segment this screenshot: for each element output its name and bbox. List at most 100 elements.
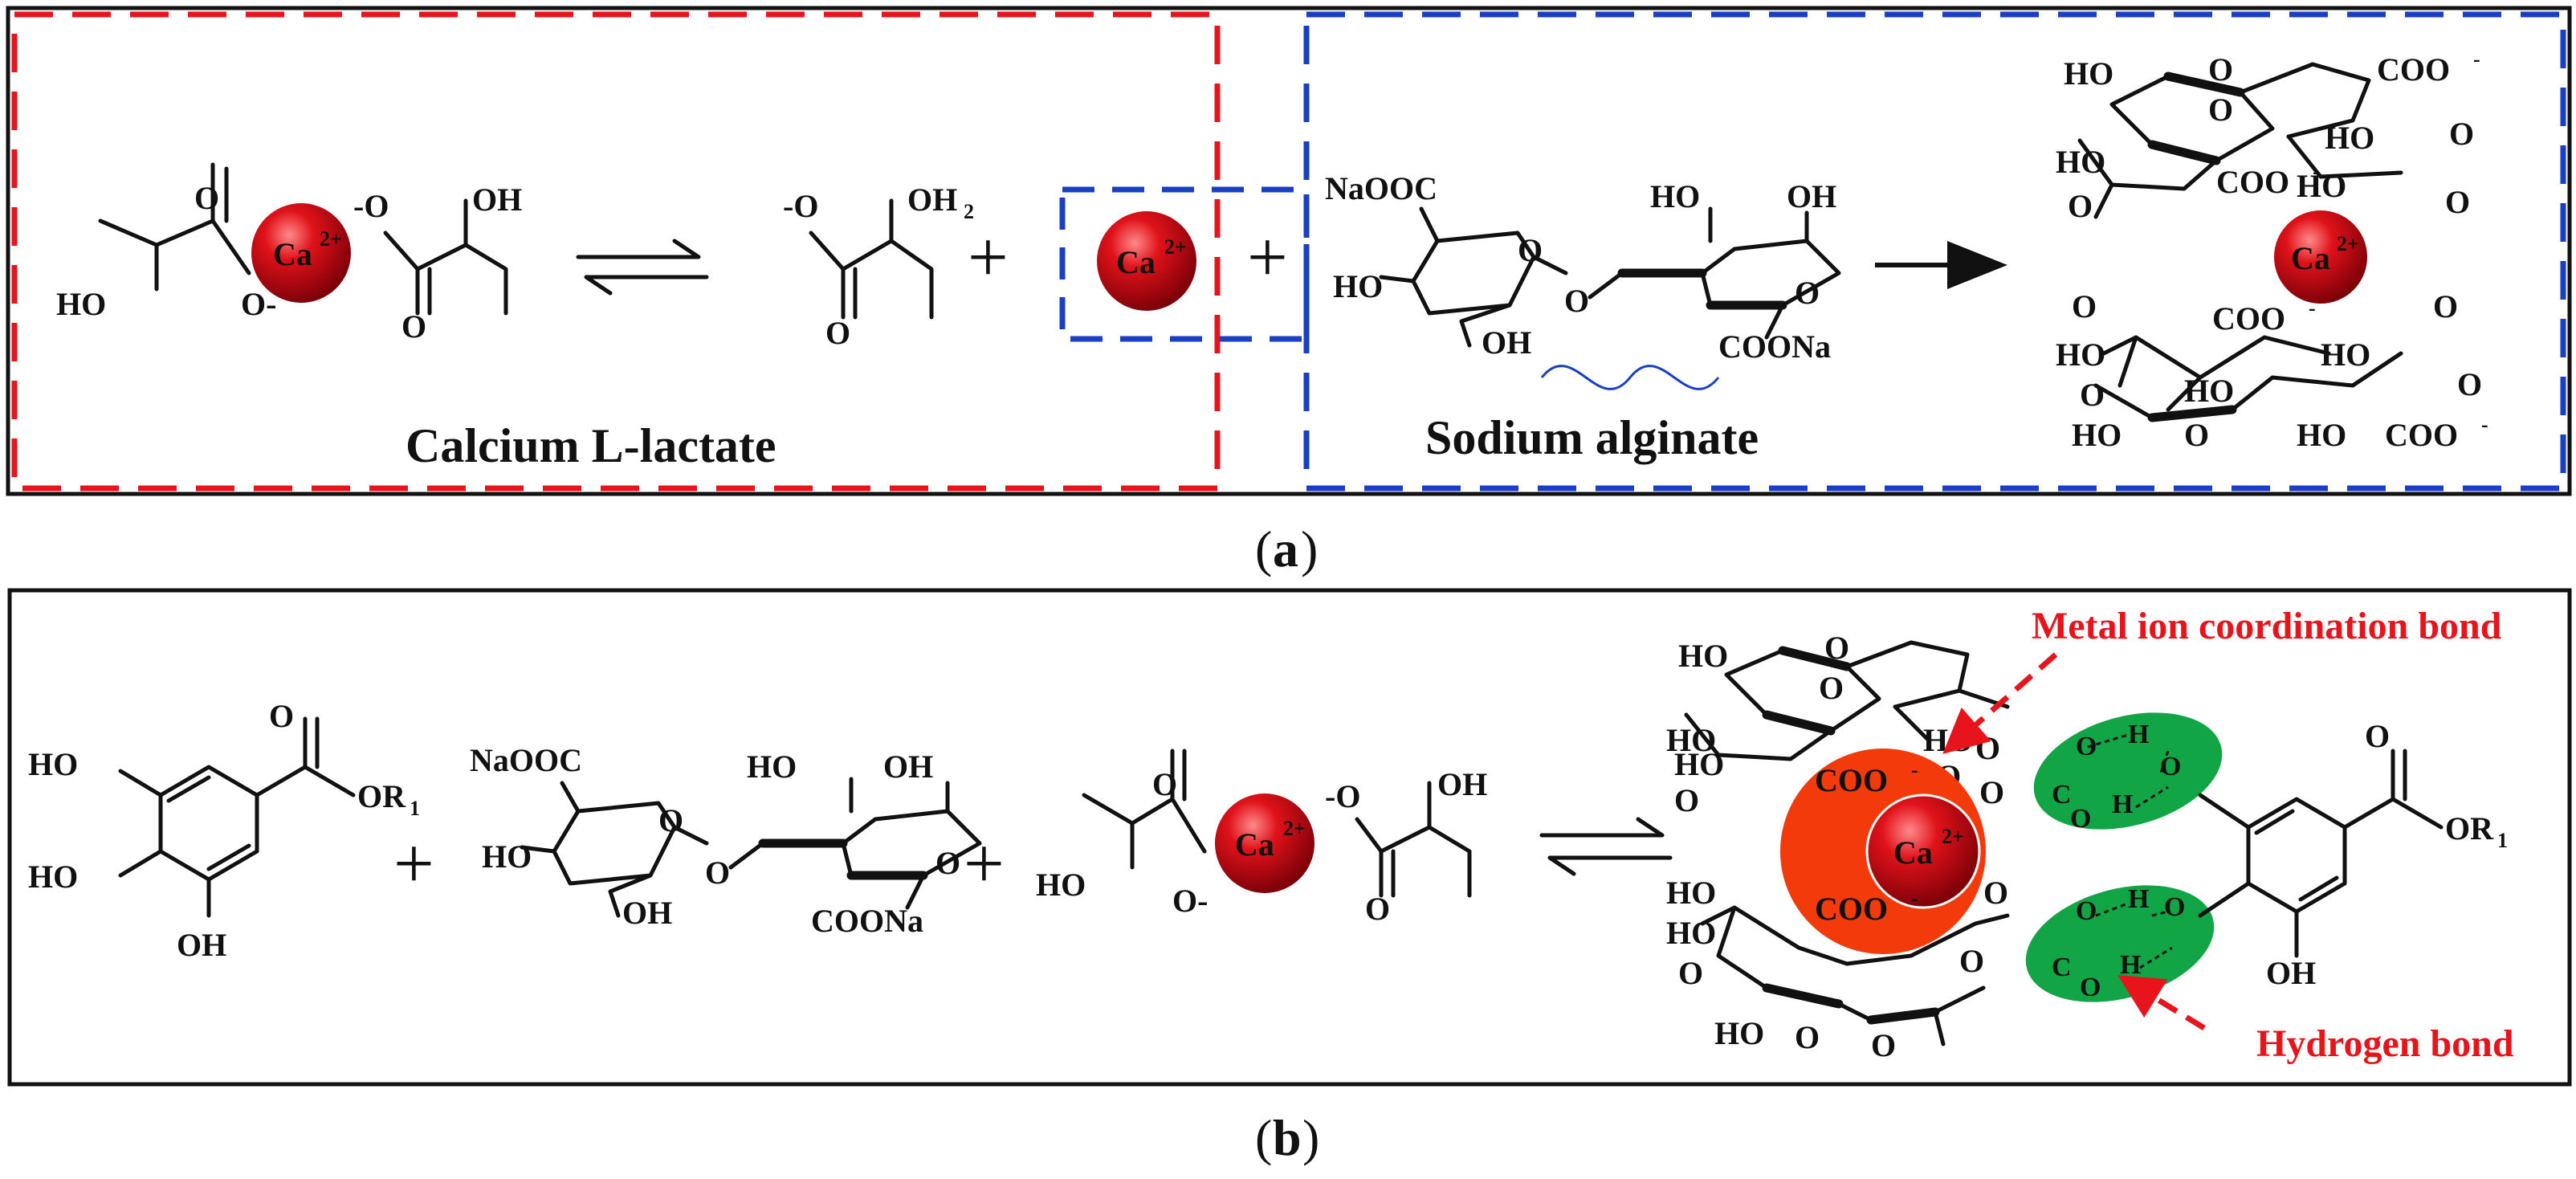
hbond-bottom-h1: H	[2128, 884, 2149, 914]
complex-top-o-2: O	[1819, 670, 1844, 706]
gallate-ho-1: HO	[28, 746, 78, 782]
egg-top-coo-2: COO	[2216, 164, 2289, 200]
egg-bottom-ho-4: HO	[2072, 417, 2122, 453]
calcium-lactate-dashed-box	[11, 11, 1221, 492]
egg-top-o-2: O	[2208, 92, 2233, 128]
complex-bottom-o-5: O	[1871, 1027, 1896, 1063]
gallate-carbonyl-o: O	[269, 698, 294, 734]
calcium-lactate-molecule: HO O O- Ca 2+ -O O OH	[56, 162, 522, 345]
caption-a-close: )	[1301, 520, 1318, 577]
egg-top-ho-4: HO	[2297, 168, 2346, 204]
alginate-coona: COONa	[1718, 328, 1831, 365]
egg-bottom-o-4: O	[2184, 417, 2209, 453]
alginate-b-ho: HO	[482, 838, 532, 875]
alginate-b-top-ho: HO	[747, 749, 797, 785]
lactate-b-right-oh: OH	[1437, 766, 1487, 802]
egg-bottom-coo-2: COO	[2385, 417, 2458, 453]
egg-top-ho-3: HO	[2325, 120, 2374, 156]
alginate-b-oh-1: OH	[622, 895, 672, 931]
alginate-naooc: NaOOC	[1325, 170, 1437, 206]
complex-coo-1-minus: -	[1911, 758, 1918, 781]
egg-top-ho-2: HO	[2056, 144, 2105, 180]
coordination-bond-arrow	[1942, 652, 2058, 754]
complex-coo-1: COO	[1815, 762, 1888, 798]
caption-b: ( b )	[1255, 1109, 1319, 1166]
alginate-left-ho: HO	[1333, 268, 1383, 304]
egg-bottom-ho-3: HO	[2184, 373, 2234, 409]
complex-top-ho-2: HO	[1666, 722, 1716, 758]
calcium-ion-sphere	[251, 203, 351, 303]
alginate-b-link-o: O	[705, 855, 730, 891]
alginate-b-naooc: NaOOC	[470, 742, 582, 778]
dissociated-water-sub: 2	[964, 200, 974, 223]
lactate-b-left-ominus: O-	[1172, 883, 1208, 919]
complex-top-ho-4: HO	[1674, 746, 1724, 782]
free-calcium-charge: 2+	[1164, 235, 1187, 259]
alginate-link-o: O	[1564, 283, 1589, 319]
egg-calcium-ion	[2274, 210, 2367, 304]
egg-calcium-label: Ca	[2291, 240, 2330, 276]
sodium-alginate-molecule: NaOOC HO O OH O HO OH O COONa	[1325, 170, 1841, 390]
complex-bottom-ho-2: HO	[1666, 915, 1716, 951]
alginate-b-top-oh: OH	[883, 749, 933, 785]
reaction-arrow-a	[1875, 241, 2007, 289]
egg-top-ho-1: HO	[2064, 55, 2113, 92]
complex-top-o-5: O	[1979, 774, 2004, 810]
egg-calcium-charge: 2+	[2337, 232, 2359, 255]
hbond-bottom-c: C	[2052, 953, 2072, 982]
caption-a-open: (	[1255, 520, 1272, 577]
calcium-ion-charge: 2+	[320, 227, 342, 251]
complex-gallate-carbonyl-o: O	[2365, 718, 2390, 754]
lactate-b-right-ominus: -O	[1325, 778, 1360, 814]
alginate-b-ring-o2: O	[935, 845, 960, 881]
complex-bottom-o-4: O	[1795, 1019, 1820, 1055]
gallate-ho-2: HO	[28, 859, 78, 895]
hbond-ellipse-bottom	[2025, 885, 2215, 1002]
hbond-bottom-o2: O	[2164, 892, 2185, 922]
panel-b-frame	[7, 588, 2572, 1087]
complex-gallate-or-sub: 1	[2497, 829, 2508, 852]
hbond-ring-bottom: C O H O H O	[2052, 884, 2185, 1002]
egg-bottom-o-2: O	[2433, 288, 2458, 324]
alginate-b-coona: COONa	[811, 903, 923, 939]
gallate-ester-or: OR	[357, 778, 406, 814]
calcium-ion-b-label: Ca	[1235, 826, 1274, 863]
sodium-alginate-label: Sodium alginate	[1425, 411, 1759, 464]
complex-bottom-o-3: O	[1959, 943, 1984, 979]
hbond-ring-top: C O H O H O	[2052, 720, 2181, 834]
complex-calcium-label: Ca	[1893, 834, 1933, 871]
plus-a-2: +	[1247, 218, 1288, 297]
plus-b-2: +	[964, 824, 1005, 904]
equilibrium-arrow-a	[576, 239, 709, 296]
alginate-ring-o-right: O	[1795, 275, 1820, 311]
lactate-left-carbonyl-o: O	[194, 180, 219, 216]
hbond-bottom-o1: O	[2076, 896, 2097, 926]
complex-coo-2: COO	[1815, 891, 1888, 927]
calcium-ion-b	[1215, 793, 1314, 893]
complex-top-o-3: O	[1674, 782, 1699, 818]
hbond-top-o2: O	[2160, 752, 2181, 781]
caption-a: ( a )	[1255, 520, 1318, 577]
egg-bottom-coo-2-minus: -	[2481, 413, 2488, 436]
lactate-left-hydroxyl: HO	[56, 286, 106, 322]
egg-bottom-ho-1: HO	[2056, 337, 2105, 373]
lactate-right-carbonyl-o: O	[401, 308, 426, 345]
hbond-top-c: C	[2052, 780, 2072, 810]
metal-ion-coordination-label: Metal ion coordination bond	[2032, 605, 2502, 647]
panel-b: O OR 1 HO HO OH + NaOOC HO O OH O HO OH …	[7, 588, 2572, 1087]
hbond-top-o3: O	[2070, 804, 2091, 834]
panel-a-frame	[6, 6, 2572, 496]
egg-bottom-coo-1: COO	[2212, 300, 2285, 337]
lactate-b-left-o: O	[1152, 766, 1177, 802]
complex-coo-2-minus: -	[1911, 887, 1918, 910]
complex-gallate-or: OR	[2445, 810, 2494, 847]
complex-top-ho-1: HO	[1678, 638, 1728, 674]
free-ion-dashed-box	[1059, 186, 1310, 342]
free-calcium-label: Ca	[1116, 244, 1156, 280]
egg-box-product-a: HO O COO - O HO HO HO COO - O O O Ca 2+ …	[2056, 47, 2488, 453]
panel-a: HO O O- Ca 2+ -O O OH -O O OH 2 + Ca 2+	[6, 6, 2572, 496]
hydrogen-bond-label: Hydrogen bond	[2256, 1022, 2514, 1065]
complex-bottom-ho-3: HO	[1714, 1015, 1764, 1051]
egg-bottom-ho-2: HO	[2321, 337, 2370, 373]
complex-bottom-ho-1: HO	[1666, 875, 1716, 911]
